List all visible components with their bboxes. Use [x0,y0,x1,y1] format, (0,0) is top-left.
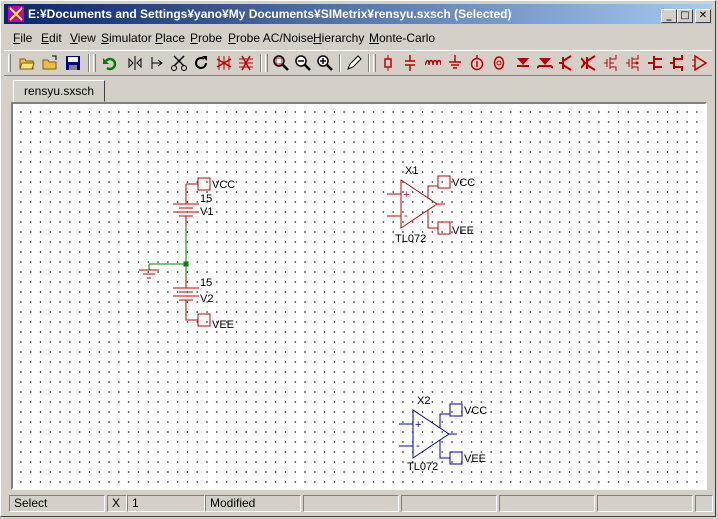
disconnect-icon[interactable] [235,53,257,73]
x2-minus-pin: - [416,440,420,452]
zoom-in-icon[interactable] [314,53,336,73]
jfet-icon[interactable] [645,53,667,73]
status-state: Modified [205,495,301,512]
zoom-out-icon[interactable] [292,53,314,73]
simetrix-app-icon [8,6,24,22]
v2-value: 15 [200,277,212,289]
toolbar [4,50,712,76]
v1-value: 15 [200,193,212,205]
minimize-button[interactable]: _ [661,9,677,23]
open-file-icon[interactable] [39,53,61,73]
menu-file[interactable]: File [13,31,33,45]
menu-view[interactable]: View [70,31,96,45]
pnp-transistor-icon[interactable] [578,53,600,73]
toolbar-separator [368,54,370,72]
toolbar-separator [339,54,341,72]
menu-bar: File Edit View Simulator Place Probe Pro… [4,28,712,48]
v1-voltage-source[interactable] [173,177,211,226]
x1-opamp[interactable] [387,175,451,235]
document-tabs: rensyu.sxsch [11,78,707,102]
toolbar-separator [260,54,262,72]
toolbar-separator [88,54,90,72]
status-bar: Select X 1 Modified [4,495,714,513]
cut-icon[interactable] [168,53,190,73]
window-title: E:¥Documents and Settings¥yano¥My Docume… [28,7,512,21]
maximize-button[interactable]: □ [677,9,693,23]
v2-voltage-source[interactable] [173,276,211,327]
ground-symbol[interactable] [139,269,159,279]
x2-plus-pin: + [415,419,421,431]
status-coord-value: 1 [127,495,205,512]
mirror-icon[interactable] [124,53,146,73]
v1-name: V1 [200,206,213,218]
delete-wire-icon[interactable] [213,53,235,73]
toolbar-grip[interactable] [93,54,96,72]
menu-simulator[interactable]: Simulator [101,31,152,45]
nmos-icon[interactable] [601,53,623,73]
menu-hierarchy[interactable]: Hierarchy [313,31,365,45]
resize-grip[interactable] [695,495,713,512]
undo-icon[interactable] [99,53,121,73]
tab-rensyu-sxsch[interactable]: rensyu.sxsch [13,80,106,102]
rotate-icon[interactable] [190,53,212,73]
title-bar[interactable]: E:¥Documents and Settings¥yano¥My Docume… [4,4,712,24]
toolbar-grip[interactable] [265,54,268,72]
status-panel-empty [597,495,693,512]
x1-ref: X1 [405,165,418,177]
x1-vee-label: VEE [452,225,474,237]
x1-model: TL072 [395,233,426,245]
x1-plus-pin: + [403,189,409,201]
menu-monte-carlo[interactable]: Monte-Carlo [369,31,436,45]
inductor-icon[interactable] [422,53,444,73]
v1-vcc-label: VCC [212,179,235,191]
v2-vee-label: VEE [212,319,234,331]
x1-vcc-label: VCC [452,177,475,189]
x2-ref: X2 [417,395,430,407]
status-panel-empty [303,495,399,512]
toolbar-grip[interactable] [373,54,376,72]
open-folder-icon[interactable] [16,53,38,73]
status-panel-empty [401,495,497,512]
current-source-icon[interactable] [488,53,510,73]
x2-vee-label: VEE [464,453,486,465]
v2-name: V2 [200,293,213,305]
menu-probe-ac-noise[interactable]: Probe AC/Noise [228,31,314,45]
schematic-drawing[interactable]: VCC 15 V1 15 V2 VEE X1 [13,104,705,488]
status-mode: Select [9,495,105,512]
pjfet-icon[interactable] [667,53,689,73]
ground-icon[interactable] [444,53,466,73]
pencil-wire-icon[interactable] [343,53,365,73]
pmos-icon[interactable] [623,53,645,73]
diode-icon[interactable] [512,53,534,73]
close-button[interactable]: ✕ [695,9,711,23]
voltage-source-icon[interactable] [466,53,488,73]
opamp-icon[interactable] [689,53,711,73]
status-coord-label: X [107,495,127,512]
flip-icon[interactable] [146,53,168,73]
resistor-icon[interactable] [377,53,399,73]
capacitor-icon[interactable] [399,53,421,73]
menu-probe[interactable]: Probe [190,31,223,45]
x1-minus-pin: - [404,210,408,222]
npn-transistor-icon[interactable] [556,53,578,73]
status-panel-empty [499,495,595,512]
x2-vcc-label: VCC [464,405,487,417]
zener-diode-icon[interactable] [534,53,556,73]
menu-place[interactable]: Place [155,31,186,45]
save-icon[interactable] [62,53,84,73]
menu-edit[interactable]: Edit [41,31,62,45]
toolbar-grip[interactable] [8,54,11,72]
x2-opamp[interactable] [399,403,463,465]
ground-wire[interactable] [148,226,189,276]
schematic-canvas[interactable]: VCC 15 V1 15 V2 VEE X1 [11,102,707,490]
x2-model: TL072 [407,461,438,473]
zoom-box-icon[interactable] [270,53,292,73]
